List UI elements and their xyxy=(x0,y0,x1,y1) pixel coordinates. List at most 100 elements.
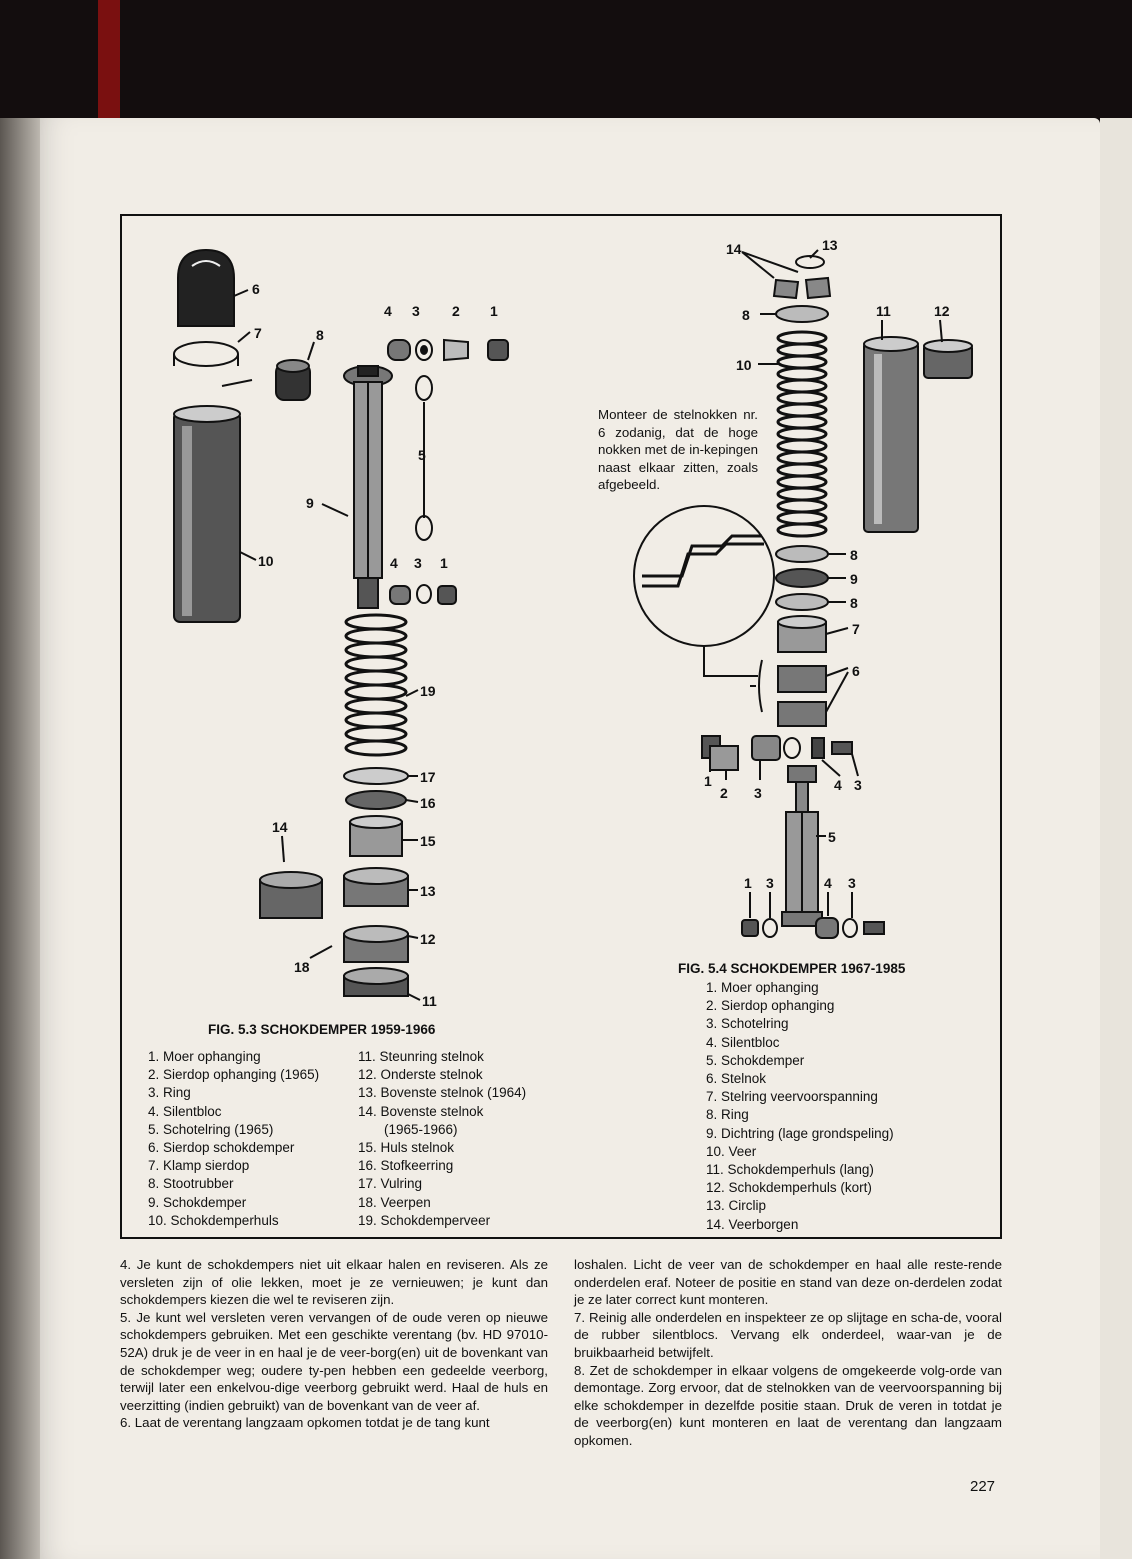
callout-3d: 3 xyxy=(848,875,856,891)
body-column-right: loshalen. Licht de veer van de schokdemp… xyxy=(574,1256,1002,1450)
callout-9: 9 xyxy=(850,571,858,587)
list-item: 14. Veerborgen xyxy=(706,1216,799,1232)
paragraph: 8. Zet de schokdemper in elkaar volgens … xyxy=(574,1362,1002,1448)
callout-13: 13 xyxy=(420,883,436,899)
list-item: 14. Bovenste stelnok xyxy=(358,1103,484,1119)
callout-3c: 3 xyxy=(766,875,774,891)
list-item: 3. Schotelring xyxy=(706,1016,789,1032)
callout-3b: 3 xyxy=(854,777,862,793)
list-item: 2. Sierdop ophanging xyxy=(706,998,835,1014)
callout-8b: 8 xyxy=(850,547,858,563)
callout-14: 14 xyxy=(726,241,742,257)
paragraph: 5. Je kunt wel versleten veren vervangen… xyxy=(120,1309,548,1413)
fig54-note: Monteer de stelnokken nr. 6 zodanig, dat… xyxy=(598,407,758,492)
paragraph: 7. Reinig alle onderdelen en inspekteer … xyxy=(574,1309,1002,1360)
fig54-callouts: 14 13 8 10 11 12 8 9 8 7 6 1 2 3 4 3 5 1… xyxy=(704,237,950,891)
list-item: 7. Stelring veervoorspanning xyxy=(706,1089,878,1105)
exploded-diagrams: 6 7 8 4 3 2 1 5 9 10 4 3 1 19 17 16 14 1… xyxy=(173,237,973,1009)
fig53-parts-left: 1. Moer ophanging 2. Sierdop ophanging (… xyxy=(148,1048,319,1230)
callout-8: 8 xyxy=(316,327,324,343)
callout-2: 2 xyxy=(720,785,728,801)
callout-8: 8 xyxy=(742,307,750,323)
callout-7: 7 xyxy=(852,621,860,637)
list-item: 1. Moer ophanging xyxy=(706,980,819,995)
callout-4b: 4 xyxy=(824,875,832,891)
page-number: 227 xyxy=(970,1478,996,1495)
list-item: 1. Moer ophanging xyxy=(148,1049,261,1064)
callout-5: 5 xyxy=(418,447,426,463)
callout-6: 6 xyxy=(252,281,260,297)
list-item: 12. Onderste stelnok xyxy=(358,1067,483,1083)
fig53-parts-right: 11. Steunring stelnok 12. Onderste steln… xyxy=(358,1048,526,1230)
list-item: 19. Schokdemperveer xyxy=(358,1212,491,1228)
callout-7: 7 xyxy=(254,325,262,341)
list-item: 6. Sierdop schokdemper xyxy=(148,1140,295,1156)
list-item: 4. Silentbloc xyxy=(706,1034,780,1050)
list-item: 2. Sierdop ophanging (1965) xyxy=(148,1067,320,1083)
callout-8c: 8 xyxy=(850,595,858,611)
callout-3: 3 xyxy=(754,785,762,801)
callout-4: 4 xyxy=(384,303,392,319)
callout-4: 4 xyxy=(834,777,842,793)
figure-frame: 6 7 8 4 3 2 1 5 9 10 4 3 1 19 17 16 14 1… xyxy=(120,214,1002,1239)
callout-19: 19 xyxy=(420,683,436,699)
list-item: 18. Veerpen xyxy=(358,1194,431,1210)
list-item: 9. Dichtring (lage grondspeling) xyxy=(706,1125,894,1141)
list-item: 5. Schotelring (1965) xyxy=(148,1121,274,1137)
callout-3b: 3 xyxy=(414,555,422,571)
callout-2: 2 xyxy=(452,303,460,319)
callout-11: 11 xyxy=(876,303,891,319)
list-item: 17. Vulring xyxy=(358,1176,423,1192)
list-item: 15. Huls stelnok xyxy=(358,1140,455,1156)
callout-13: 13 xyxy=(822,237,838,253)
callout-14: 14 xyxy=(272,819,288,835)
paragraph: 6. Laat de verentang langzaam opkomen to… xyxy=(120,1415,490,1431)
list-item: 16. Stofkeerring xyxy=(358,1158,454,1174)
callout-4b: 4 xyxy=(390,555,398,571)
list-item: 4. Silentbloc xyxy=(148,1103,222,1119)
callout-3: 3 xyxy=(412,303,420,319)
callout-17: 17 xyxy=(420,769,436,785)
callout-18: 18 xyxy=(294,959,310,975)
callout-1: 1 xyxy=(704,773,712,789)
list-item: 8. Ring xyxy=(706,1107,749,1123)
list-item: 13. Bovenste stelnok (1964) xyxy=(358,1085,527,1101)
fig54-parts: 1. Moer ophanging 2. Sierdop ophanging 3… xyxy=(706,979,894,1234)
book-spine-shadow xyxy=(0,118,40,1559)
callout-1b: 1 xyxy=(440,555,448,571)
list-item: 10. Veer xyxy=(706,1143,757,1159)
list-item: 3. Ring xyxy=(148,1085,191,1101)
body-column-left: 4. Je kunt de schokdempers niet uit elka… xyxy=(120,1256,548,1432)
list-item: 12. Schokdemperhuls (kort) xyxy=(706,1180,872,1196)
callout-6: 6 xyxy=(852,663,860,679)
callout-1b: 1 xyxy=(744,875,752,891)
callout-11: 11 xyxy=(422,993,437,1009)
list-item: 10. Schokdemperhuls xyxy=(148,1212,279,1228)
callout-1: 1 xyxy=(490,303,498,319)
callout-15: 15 xyxy=(420,833,436,849)
list-item: 6. Stelnok xyxy=(706,1071,767,1087)
callout-16: 16 xyxy=(420,795,436,811)
page-edge xyxy=(1100,118,1132,1559)
list-item: (1965-1966) xyxy=(384,1121,458,1137)
list-item: 13. Circlip xyxy=(706,1198,767,1214)
callout-5: 5 xyxy=(828,829,836,845)
list-item: 5. Schokdemper xyxy=(706,1052,805,1068)
callout-12: 12 xyxy=(420,931,436,947)
list-item: 7. Klamp sierdop xyxy=(148,1158,250,1174)
callout-10: 10 xyxy=(736,357,752,373)
fig53-callouts: 6 7 8 4 3 2 1 5 9 10 4 3 1 19 17 16 14 1… xyxy=(252,281,498,1009)
red-bookmark-strip xyxy=(98,0,120,130)
fig53-drawing xyxy=(173,248,509,1001)
list-item: 11. Schokdemperhuls (lang) xyxy=(706,1162,874,1178)
paragraph: 4. Je kunt de schokdempers niet uit elka… xyxy=(120,1257,548,1308)
dark-background-top xyxy=(0,0,1132,130)
fig54-caption: FIG. 5.4 SCHOKDEMPER 1967-1985 xyxy=(678,961,906,976)
fig53-caption: FIG. 5.3 SCHOKDEMPER 1959-1966 xyxy=(208,1022,436,1037)
list-item: 11. Steunring stelnok xyxy=(358,1049,484,1064)
callout-12: 12 xyxy=(934,303,950,319)
list-item: 8. Stootrubber xyxy=(148,1176,234,1192)
callout-9: 9 xyxy=(306,495,314,511)
list-item: 9. Schokdemper xyxy=(148,1194,247,1210)
fig54-drawing xyxy=(633,249,973,939)
